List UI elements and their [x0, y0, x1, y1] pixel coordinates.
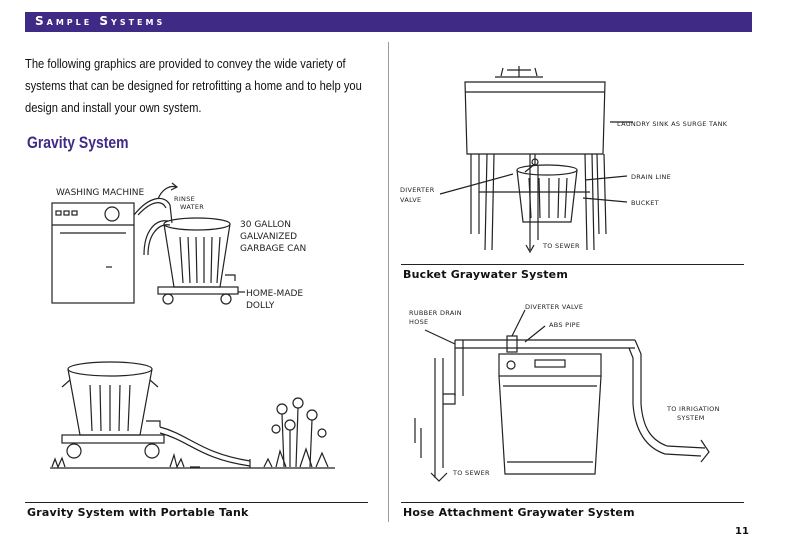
hose-attachment-illustration: RUBBER DRAIN HOSE DIVERTER VALVE ABS PIP…: [409, 303, 720, 482]
bucket-caption-rule: [401, 264, 744, 265]
column-divider: [388, 42, 389, 522]
section-header-bar: Sample Systems: [25, 12, 752, 32]
rinse-water-label-1: RINSE: [174, 195, 195, 203]
can-label-1: 30 GALLON: [240, 220, 291, 230]
portable-tank-caption: Gravity System with Portable Tank: [27, 506, 249, 519]
rubber-drain-hose-label-2: HOSE: [409, 318, 428, 326]
washing-machine-label: WASHING MACHINE: [56, 188, 144, 198]
bucket-to-sewer-label: TO SEWER: [542, 242, 580, 250]
hose-diverter-valve-label: DIVERTER VALVE: [525, 303, 583, 311]
dolly-label-1: HOME-MADE: [246, 289, 303, 299]
gravity-system-illustration: WASHING MACHINE RINSE WATER 30 GALLON GA…: [51, 182, 306, 311]
drain-line-label: DRAIN LINE: [631, 173, 671, 181]
gravity-system-heading: Gravity System: [27, 133, 129, 152]
hose-to-sewer-label: TO SEWER: [452, 469, 490, 477]
bucket-system-caption: Bucket Graywater System: [403, 268, 568, 281]
diverter-valve-label-1: DIVERTER: [400, 186, 435, 194]
irrigation-label-1: TO IRRIGATION: [666, 405, 720, 413]
can-label-3: GARBAGE CAN: [240, 244, 306, 254]
intro-paragraph: The following graphics are provided to c…: [25, 56, 362, 115]
irrigation-label-2: SYSTEM: [677, 414, 705, 422]
bucket-system-illustration: LAUNDRY SINK AS SURGE TANK DIVERTER VALV…: [400, 66, 728, 254]
rinse-water-label-2: WATER: [180, 203, 204, 211]
abs-pipe-label: ABS PIPE: [549, 321, 580, 329]
section-header-title: Sample Systems: [35, 14, 166, 28]
page-number: 11: [735, 526, 749, 537]
laundry-sink-label: LAUNDRY SINK AS SURGE TANK: [617, 120, 728, 128]
dolly-label-2: DOLLY: [246, 301, 275, 311]
rubber-drain-hose-label-1: RUBBER DRAIN: [409, 309, 462, 317]
can-label-2: GALVANIZED: [240, 232, 297, 242]
portable-tank-illustration: [50, 361, 335, 469]
portable-caption-rule: [25, 502, 368, 503]
hose-attachment-caption: Hose Attachment Graywater System: [403, 506, 635, 519]
hose-caption-rule: [401, 502, 744, 503]
bucket-label: BUCKET: [631, 199, 659, 207]
diverter-valve-label-2: VALVE: [400, 196, 421, 204]
